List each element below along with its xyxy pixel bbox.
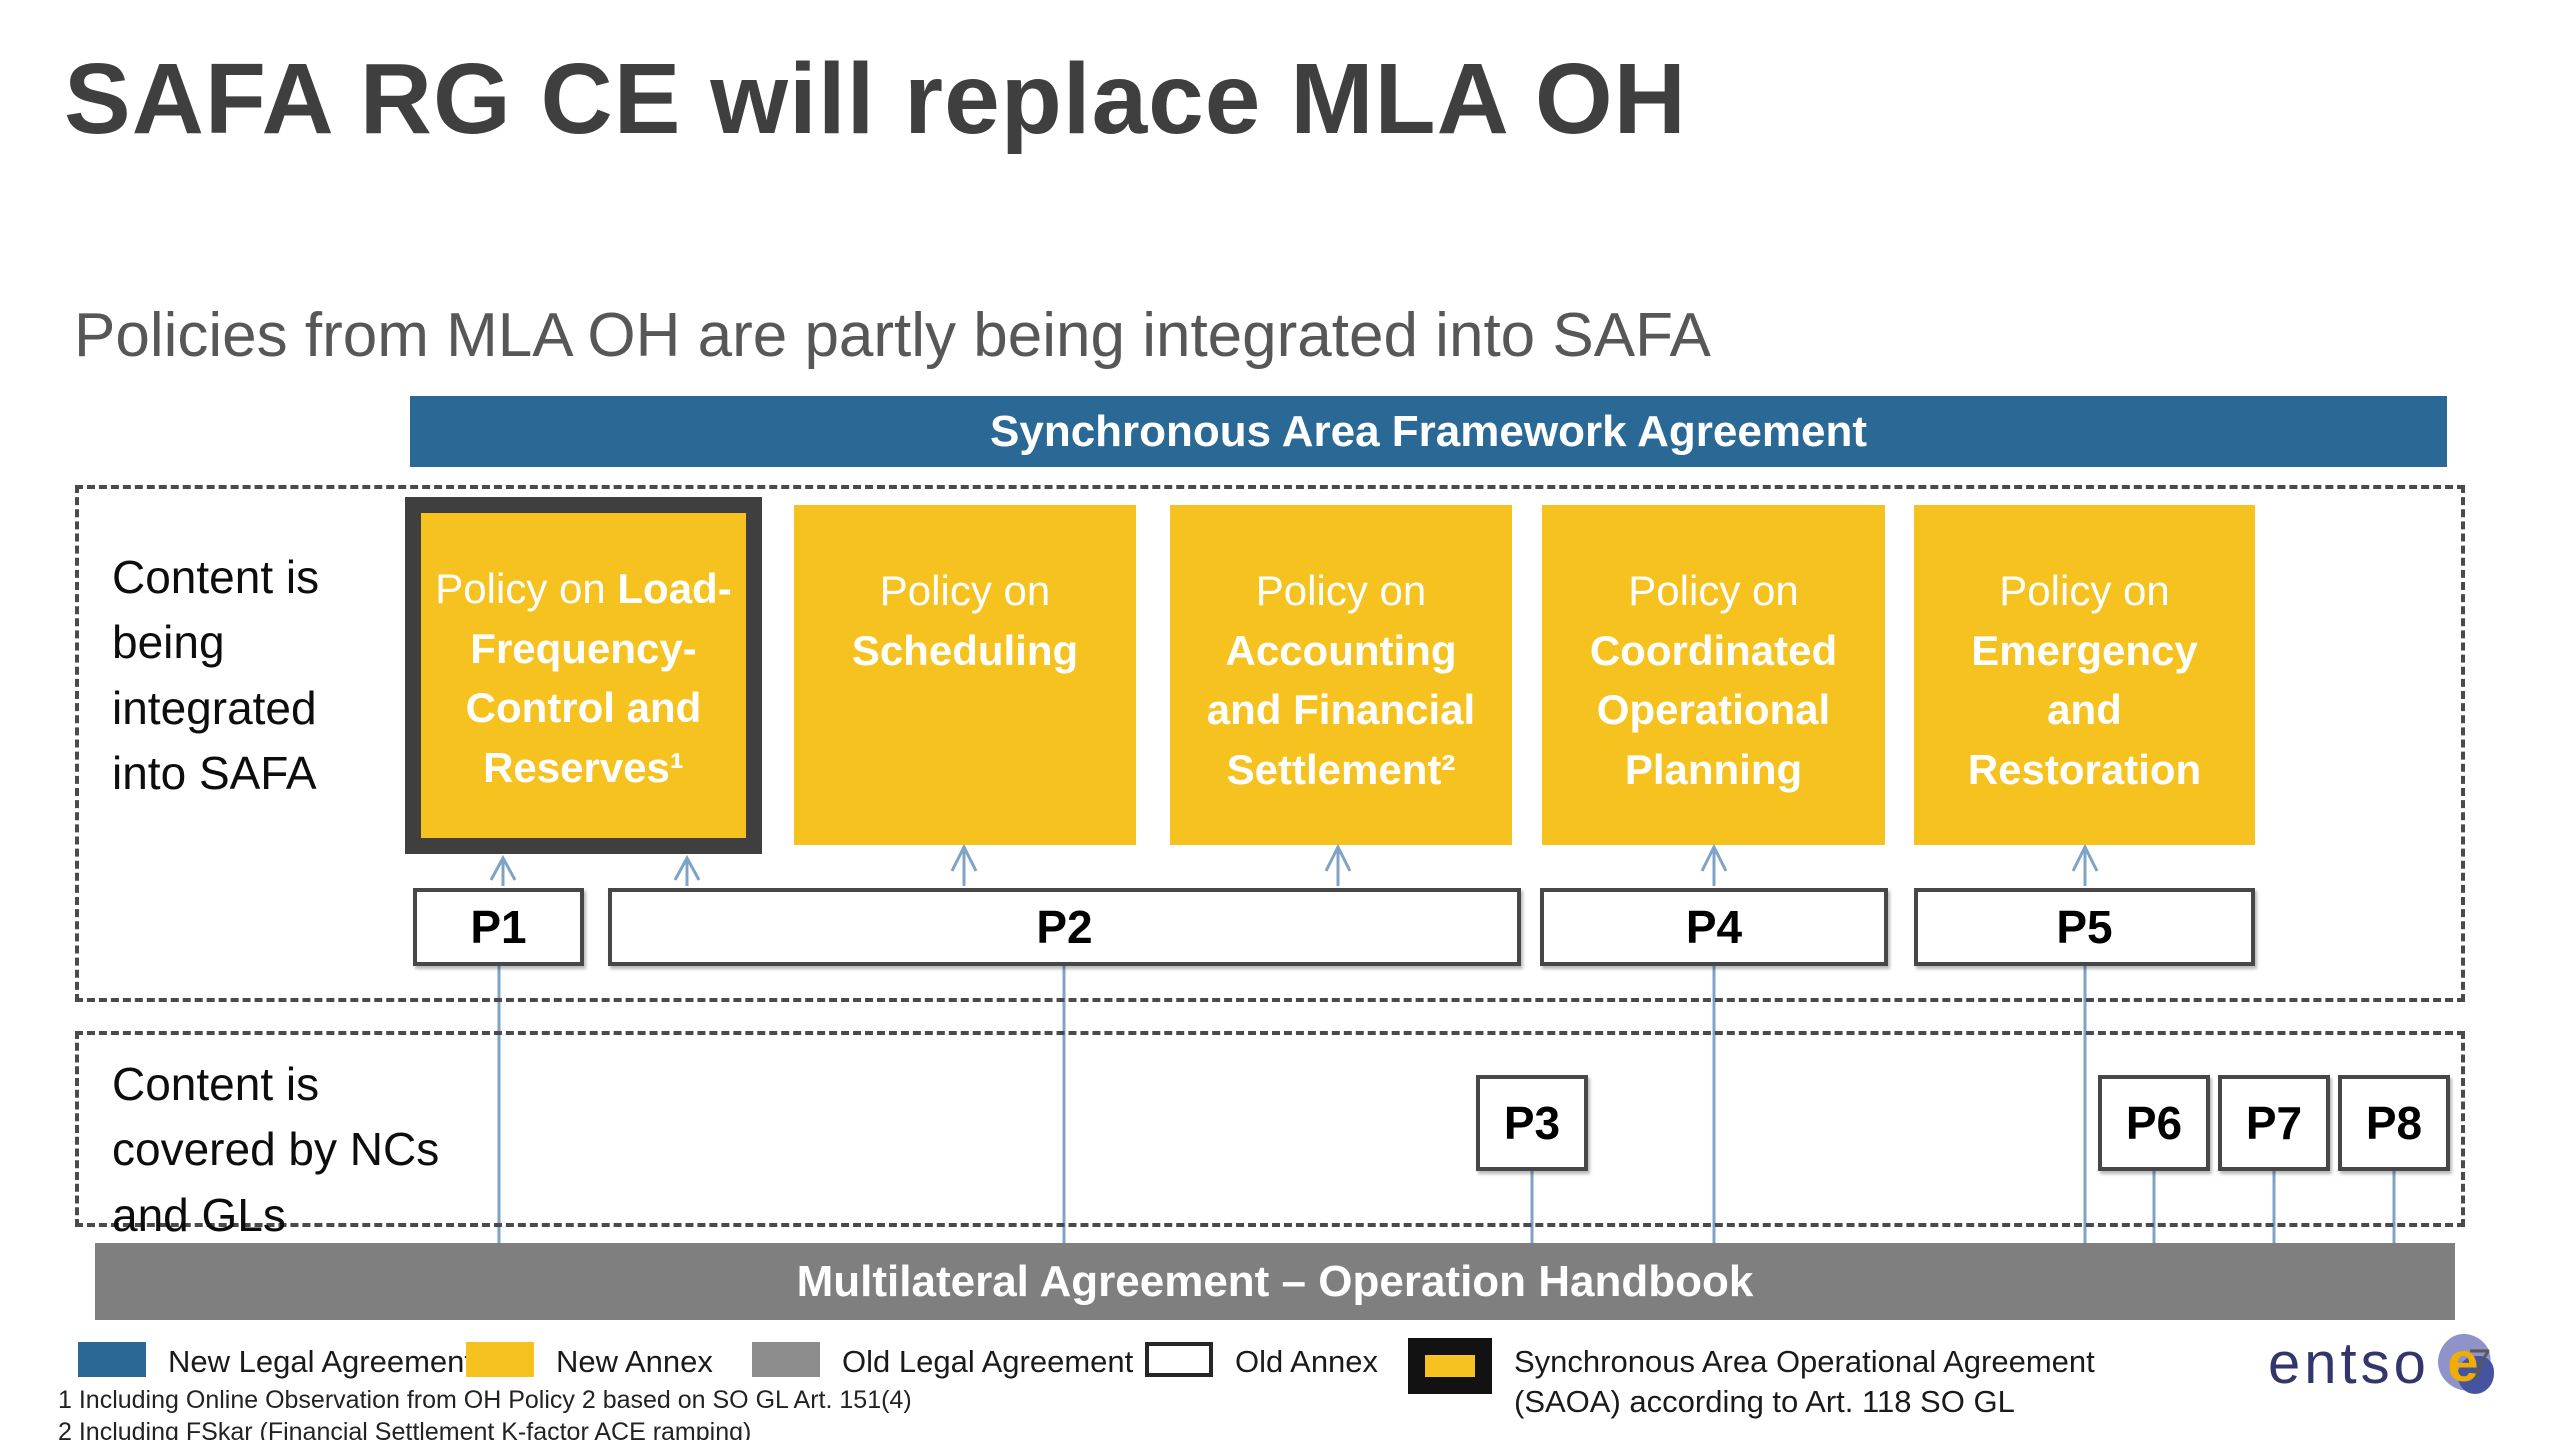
footnote-1: 1 Including Online Observation from OH P…	[58, 1386, 912, 1414]
policy-box-load-frequency-control: Policy on Load- Frequency- Control and R…	[405, 497, 762, 854]
mla-oh-bar-label: Multilateral Agreement – Operation Handb…	[796, 1256, 1754, 1306]
policy-prefix: Policy on	[1999, 567, 2170, 614]
policy-box-scheduling: Policy on Scheduling	[794, 505, 1136, 845]
saoa-swatch-inner	[1425, 1355, 1475, 1377]
integrated-section-frame	[75, 485, 2465, 1002]
old-annex-box-p6: P6	[2098, 1075, 2210, 1171]
policy-name: Accounting and Financial Settlement²	[1206, 626, 1476, 793]
legend-label: New Annex	[556, 1344, 713, 1379]
new-annex-swatch	[466, 1342, 534, 1377]
old-annex-swatch	[1145, 1342, 1213, 1377]
saoa-swatch	[1408, 1338, 1492, 1394]
old-annex-box-p2: P2	[608, 888, 1521, 966]
old-legal-agreement-swatch	[752, 1342, 820, 1377]
policy-prefix: Policy on	[1628, 567, 1799, 614]
old-annex-box-p3: P3	[1476, 1075, 1588, 1171]
mla-oh-bar: Multilateral Agreement – Operation Handb…	[95, 1243, 2455, 1320]
page-title: SAFA RG CE will replace MLA OH	[64, 43, 1687, 155]
policy-name: Scheduling	[851, 626, 1079, 674]
policy-prefix: Policy on	[435, 565, 618, 612]
legend-item-saoa: Synchronous Area Operational Agreement (…	[1408, 1338, 2095, 1423]
legend-item-old-annex: Old Annex	[1145, 1338, 1378, 1382]
new-legal-agreement-swatch	[78, 1342, 146, 1377]
policy-box-accounting: Policy on Accounting and Financial Settl…	[1170, 505, 1512, 845]
entsoe-logo: entso e	[2268, 1329, 2495, 1397]
footnote-2: 2 Including FSkar (Financial Settlement …	[58, 1418, 752, 1440]
policy-prefix: Policy on	[1255, 567, 1427, 614]
entsoe-logo-e: e	[2447, 1330, 2479, 1393]
legend-item-old-legal-agreement: Old Legal Agreement	[752, 1338, 1133, 1382]
safa-header-bar: Synchronous Area Framework Agreement	[410, 396, 2447, 467]
policy-box-emergency-restoration: Policy on Emergency and Restoration	[1914, 505, 2255, 845]
integrated-section-label: Content is being integrated into SAFA	[112, 551, 320, 799]
policy-box-coordinated-planning: Policy on Coordinated Operational Planni…	[1542, 505, 1885, 845]
safa-header-label: Synchronous Area Framework Agreement	[990, 406, 1867, 456]
legend-label: Synchronous Area Operational Agreement (…	[1514, 1344, 2095, 1420]
entsoe-logo-blob: e	[2432, 1329, 2495, 1396]
entsoe-blob-dark-shape	[2457, 1355, 2494, 1394]
old-annex-box-p8: P8	[2338, 1075, 2450, 1171]
old-annex-box-p1: P1	[413, 888, 584, 966]
policy-name: Emergency and Restoration	[1967, 626, 2202, 793]
covered-section-frame	[75, 1031, 2465, 1227]
old-annex-box-p5: P5	[1914, 888, 2255, 966]
page-subtitle: Policies from MLA OH are partly being in…	[74, 301, 1711, 370]
legend-item-new-legal-agreement: New Legal Agreement	[78, 1338, 473, 1382]
policy-name: Load- Frequency- Control and Reserves¹	[465, 565, 732, 791]
covered-section-label: Content is covered by NCs and GLs	[112, 1058, 440, 1241]
legend-item-new-annex: New Annex	[466, 1338, 713, 1382]
legend-label: Old Legal Agreement	[842, 1344, 1134, 1379]
old-annex-box-p4: P4	[1540, 888, 1888, 966]
entsoe-wordmark: entso	[2268, 1331, 2430, 1396]
page-number: 7	[2468, 1340, 2492, 1387]
legend-label: New Legal Agreement	[168, 1344, 474, 1379]
policy-prefix: Policy on	[879, 567, 1051, 614]
policy-name: Coordinated Operational Planning	[1589, 626, 1838, 793]
legend-label: Old Annex	[1235, 1344, 1379, 1379]
old-annex-box-p7: P7	[2218, 1075, 2330, 1171]
